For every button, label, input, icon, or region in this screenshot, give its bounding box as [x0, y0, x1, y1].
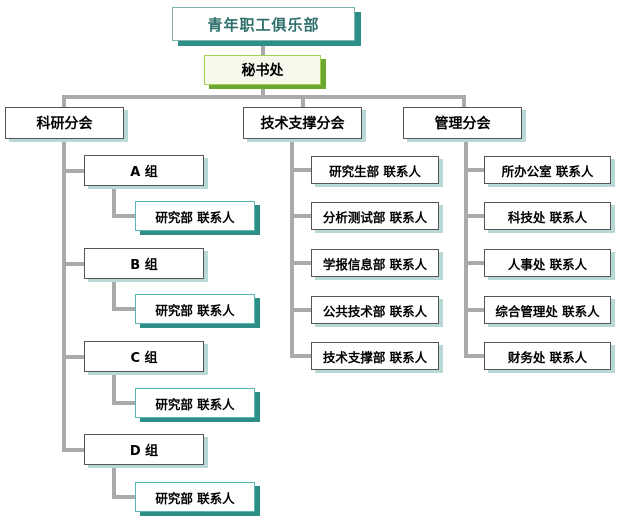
root-node: 青年职工俱乐部	[172, 7, 355, 41]
group-b: B 组	[84, 248, 204, 279]
tech-unit-journal: 学报信息部 联系人	[311, 249, 439, 277]
mgmt-unit-personnel: 人事处 联系人	[484, 249, 611, 277]
group-d-contact: 研究部 联系人	[135, 482, 255, 512]
group-a: A 组	[84, 155, 204, 186]
mgmt-unit-finance: 财务处 联系人	[484, 342, 611, 370]
group-c-contact: 研究部 联系人	[135, 388, 255, 418]
tech-unit-support: 技术支撑部 联系人	[311, 342, 439, 370]
group-d: D 组	[84, 434, 204, 465]
tech-unit-public-tech: 公共技术部 联系人	[311, 296, 439, 324]
mgmt-unit-office: 所办公室 联系人	[484, 156, 611, 184]
tech-unit-graduate: 研究生部 联系人	[311, 156, 439, 184]
mgmt-unit-general: 综合管理处 联系人	[484, 296, 611, 324]
branch-management: 管理分会	[403, 107, 522, 139]
secretary-node: 秘书处	[204, 55, 321, 85]
branch-research: 科研分会	[5, 107, 124, 139]
branch-tech-support: 技术支撑分会	[243, 107, 362, 139]
group-b-contact: 研究部 联系人	[135, 294, 255, 324]
mgmt-unit-science: 科技处 联系人	[484, 202, 611, 230]
group-a-contact: 研究部 联系人	[135, 201, 255, 231]
tech-unit-analysis: 分析测试部 联系人	[311, 202, 439, 230]
group-c: C 组	[84, 341, 204, 372]
